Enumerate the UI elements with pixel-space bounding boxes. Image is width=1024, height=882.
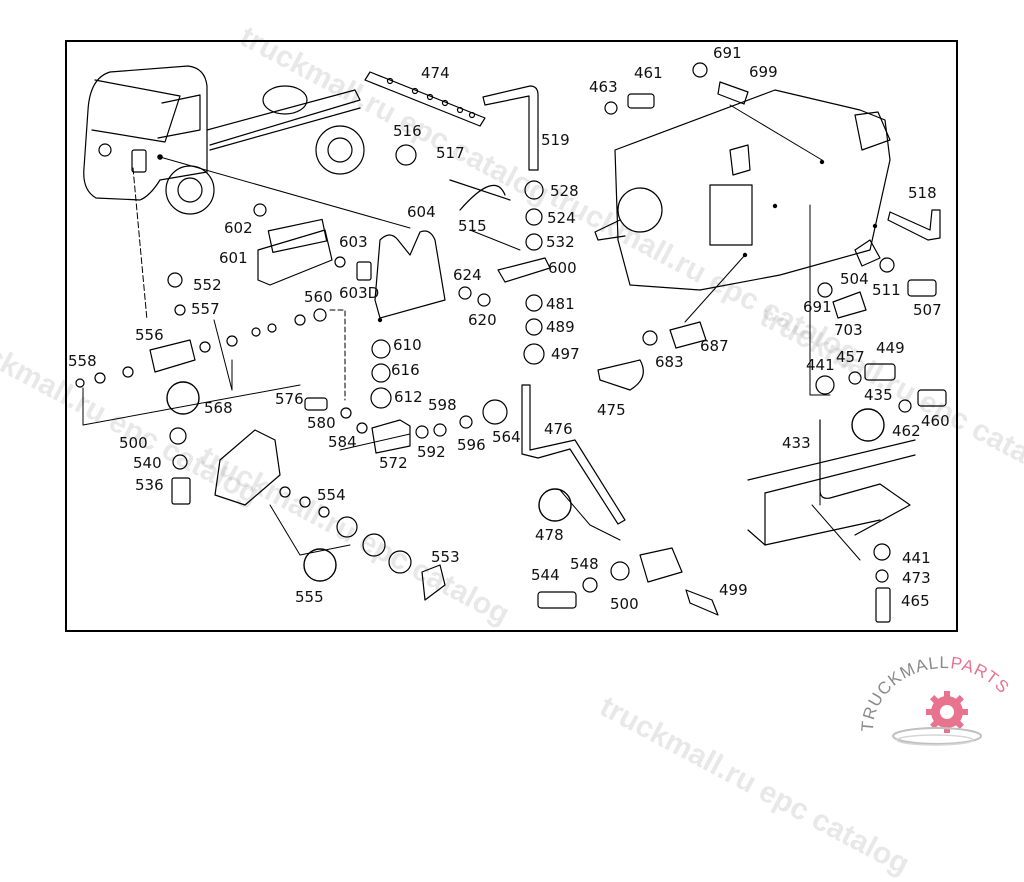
part-callout-601[interactable]: 601 bbox=[219, 249, 248, 267]
part-callout-462[interactable]: 462 bbox=[892, 422, 921, 440]
part-callout-474[interactable]: 474 bbox=[421, 64, 450, 82]
exploded-diagram-drawing bbox=[75, 62, 947, 623]
diagram-frame bbox=[65, 40, 958, 632]
part-callout-465[interactable]: 465 bbox=[901, 592, 930, 610]
part-callout-624[interactable]: 624 bbox=[453, 266, 482, 284]
part-callout-602[interactable]: 602 bbox=[224, 219, 253, 237]
wrench-symbols bbox=[166, 381, 885, 582]
logo-text-right: PARTS bbox=[949, 653, 1013, 697]
part-474-strap bbox=[364, 71, 486, 127]
part-518-bracket bbox=[887, 209, 941, 241]
part-callout-548[interactable]: 548 bbox=[570, 555, 599, 573]
part-callout-604[interactable]: 604 bbox=[407, 203, 436, 221]
part-callout-478[interactable]: 478 bbox=[535, 526, 564, 544]
part-callout-572[interactable]: 572 bbox=[379, 454, 408, 472]
part-519-tube bbox=[482, 85, 539, 171]
part-callout-552[interactable]: 552 bbox=[193, 276, 222, 294]
small-parts bbox=[75, 62, 947, 623]
part-callout-603[interactable]: 603 bbox=[339, 233, 368, 251]
part-callout-555[interactable]: 555 bbox=[295, 588, 324, 606]
gear-icon bbox=[926, 691, 968, 733]
part-callout-473[interactable]: 473 bbox=[902, 569, 931, 587]
part-callout-687[interactable]: 687 bbox=[700, 337, 729, 355]
part-callout-536[interactable]: 536 bbox=[135, 476, 164, 494]
part-callout-504[interactable]: 504 bbox=[840, 270, 869, 288]
part-callout-557[interactable]: 557 bbox=[191, 300, 220, 318]
part-callout-576[interactable]: 576 bbox=[275, 390, 304, 408]
part-callout-691[interactable]: 691 bbox=[803, 298, 832, 316]
frame-rail-illustration bbox=[747, 419, 916, 546]
part-callout-519[interactable]: 519 bbox=[541, 131, 570, 149]
part-callout-558[interactable]: 558 bbox=[68, 352, 97, 370]
part-callout-620[interactable]: 620 bbox=[468, 311, 497, 329]
logo-swoosh bbox=[892, 727, 982, 745]
part-callout-560[interactable]: 560 bbox=[304, 288, 333, 306]
part-callout-457[interactable]: 457 bbox=[836, 348, 865, 366]
part-callout-596[interactable]: 596 bbox=[457, 436, 486, 454]
part-556-housing bbox=[149, 339, 196, 373]
part-callout-515[interactable]: 515 bbox=[458, 217, 487, 235]
gearbox-illustration bbox=[594, 89, 891, 291]
part-callout-564[interactable]: 564 bbox=[492, 428, 521, 446]
part-callout-518[interactable]: 518 bbox=[908, 184, 937, 202]
part-callout-703[interactable]: 703 bbox=[834, 321, 863, 339]
part-callout-511[interactable]: 511 bbox=[872, 281, 901, 299]
part-callout-592[interactable]: 592 bbox=[417, 443, 446, 461]
part-callout-524[interactable]: 524 bbox=[547, 209, 576, 227]
connection-dots bbox=[377, 159, 878, 323]
part-callout-433[interactable]: 433 bbox=[782, 434, 811, 452]
part-callout-699[interactable]: 699 bbox=[749, 63, 778, 81]
part-callout-435[interactable]: 435 bbox=[864, 386, 893, 404]
part-601-valve-block bbox=[257, 229, 333, 286]
part-callout-532[interactable]: 532 bbox=[546, 233, 575, 251]
part-602-cover bbox=[267, 218, 328, 253]
part-callout-568[interactable]: 568 bbox=[204, 399, 233, 417]
part-callout-500[interactable]: 500 bbox=[610, 595, 639, 613]
part-callout-544[interactable]: 544 bbox=[531, 566, 560, 584]
part-callout-603D[interactable]: 603D bbox=[339, 284, 380, 302]
part-callout-528[interactable]: 528 bbox=[550, 182, 579, 200]
part-476-pipe bbox=[521, 384, 626, 525]
part-callout-616[interactable]: 616 bbox=[391, 361, 420, 379]
part-callout-500[interactable]: 500 bbox=[119, 434, 148, 452]
part-callout-499[interactable]: 499 bbox=[719, 581, 748, 599]
part-callout-554[interactable]: 554 bbox=[317, 486, 346, 504]
part-callout-580[interactable]: 580 bbox=[307, 414, 336, 432]
part-callout-584[interactable]: 584 bbox=[328, 433, 357, 451]
part-callout-600[interactable]: 600 bbox=[548, 259, 577, 277]
part-callout-449[interactable]: 449 bbox=[876, 339, 905, 357]
part-callout-461[interactable]: 461 bbox=[634, 64, 663, 82]
part-callout-507[interactable]: 507 bbox=[913, 301, 942, 319]
part-callout-497[interactable]: 497 bbox=[551, 345, 580, 363]
part-callout-553[interactable]: 553 bbox=[431, 548, 460, 566]
part-572-bracket bbox=[371, 419, 411, 454]
part-callout-475[interactable]: 475 bbox=[597, 401, 626, 419]
part-callout-441[interactable]: 441 bbox=[806, 356, 835, 374]
truckmall-parts-logo: TRUCKMALLPARTS bbox=[855, 650, 1024, 750]
part-callout-540[interactable]: 540 bbox=[133, 454, 162, 472]
part-callout-476[interactable]: 476 bbox=[544, 420, 573, 438]
part-callout-516[interactable]: 516 bbox=[393, 122, 422, 140]
part-callout-598[interactable]: 598 bbox=[428, 396, 457, 414]
part-distribution-body bbox=[214, 429, 281, 506]
part-callout-612[interactable]: 612 bbox=[394, 388, 423, 406]
part-callout-463[interactable]: 463 bbox=[589, 78, 618, 96]
part-callout-683[interactable]: 683 bbox=[655, 353, 684, 371]
part-callout-481[interactable]: 481 bbox=[546, 295, 575, 313]
part-callout-517[interactable]: 517 bbox=[436, 144, 465, 162]
part-callout-556[interactable]: 556 bbox=[135, 326, 164, 344]
part-callout-460[interactable]: 460 bbox=[921, 412, 950, 430]
part-callout-691[interactable]: 691 bbox=[713, 44, 742, 62]
part-604-bracket bbox=[374, 230, 446, 319]
part-callout-489[interactable]: 489 bbox=[546, 318, 575, 336]
part-callout-610[interactable]: 610 bbox=[393, 336, 422, 354]
part-callout-441[interactable]: 441 bbox=[902, 549, 931, 567]
